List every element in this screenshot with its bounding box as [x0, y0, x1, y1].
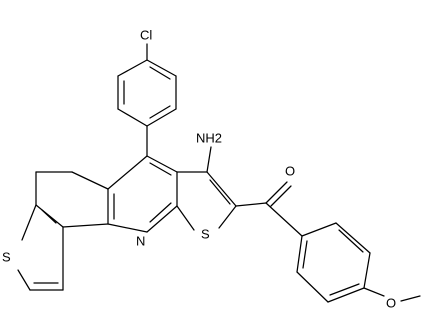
fused-thiophene-ring: [17, 204, 64, 291]
methoxy-oxygen-label: O: [386, 296, 396, 311]
ketone-group: [235, 181, 303, 237]
methoxyphenyl-ring: [296, 222, 421, 303]
bond-methyl: [400, 295, 421, 302]
chlorophenyl-ring: [117, 43, 177, 127]
bond-methoxy-o: [363, 287, 385, 297]
pyridine-nitrogen-label: N: [136, 234, 145, 249]
carbonyl-oxygen-label: O: [285, 164, 295, 179]
pyridine-ring: [107, 125, 178, 233]
thiophene-ring: [176, 146, 237, 231]
thiophene-sulfur-label: S: [201, 227, 210, 242]
bond-nh2: [206, 146, 212, 173]
dihydro-ring: [35, 171, 109, 228]
fused-sulfur-label: S: [2, 250, 11, 265]
chlorine-label: Cl: [140, 28, 152, 43]
amino-label: NH2: [196, 131, 222, 146]
